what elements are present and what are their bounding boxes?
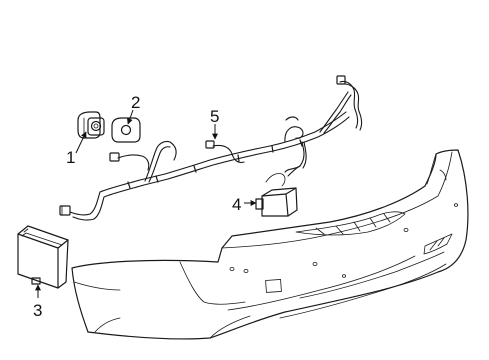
wiring-harness [59,75,363,221]
callout-3-label: 3 [33,301,42,320]
callout-5: 5 [210,107,219,140]
callout-3: 3 [33,284,42,320]
callout-2: 2 [126,93,140,125]
callout-5-label: 5 [210,107,219,126]
callout-1-label: 1 [66,148,75,167]
part-2-sensor-bezel [111,117,141,143]
callout-4-label: 4 [232,195,241,214]
rear-bumper-fascia [71,149,469,340]
callout-4: 4 [232,195,257,214]
part-4-control-module [255,173,298,217]
part-3-control-module [17,225,69,289]
part-1-park-sensor [77,111,105,139]
callout-1: 1 [66,131,87,167]
callout-2-label: 2 [131,93,140,112]
